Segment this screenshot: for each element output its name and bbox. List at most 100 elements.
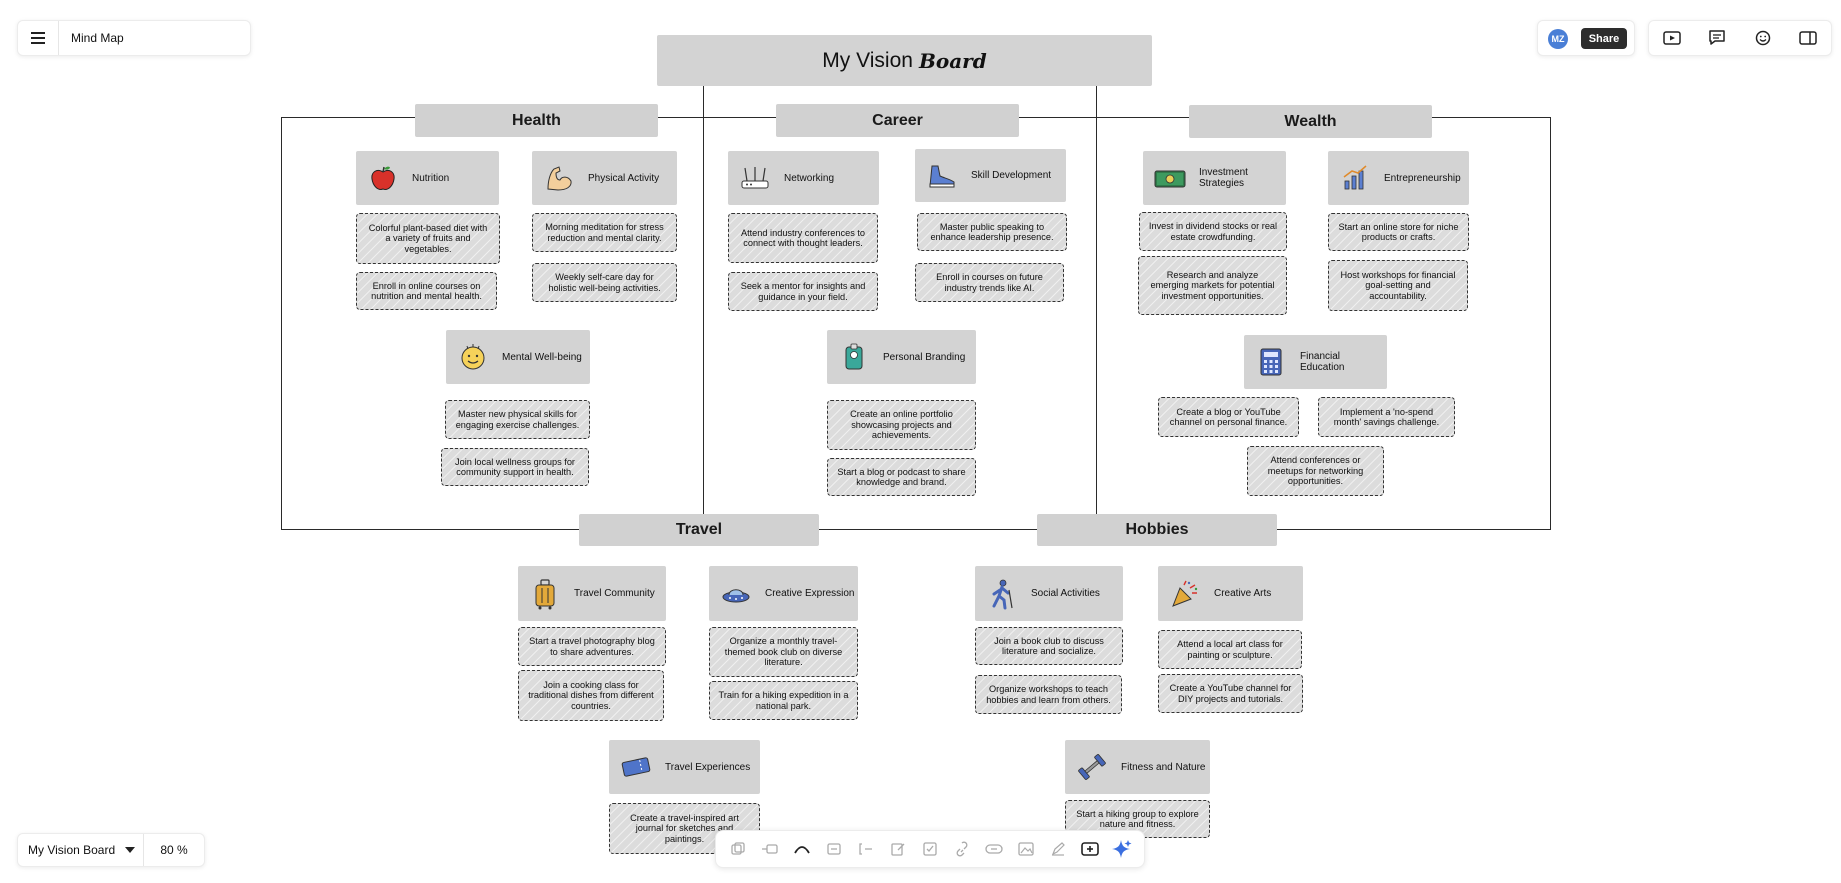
topic-skill-development[interactable]: Skill Development	[915, 149, 1066, 202]
note-physical-1[interactable]: Morning meditation for stress reduction …	[532, 213, 677, 252]
topic-label: Personal Branding	[883, 351, 966, 363]
category-health[interactable]: Health	[415, 104, 658, 137]
topic-label: Creative Arts	[1214, 588, 1272, 599]
topic-entrepreneurship[interactable]: Entrepreneurship	[1328, 151, 1469, 205]
topic-label: Networking	[784, 172, 835, 184]
smiley-icon	[456, 340, 490, 374]
note-investment-1[interactable]: Invest in dividend stocks or real estate…	[1139, 212, 1287, 251]
board-selector[interactable]: My Vision Board	[18, 834, 144, 866]
note-branding-2[interactable]: Start a blog or podcast to share knowled…	[827, 458, 976, 496]
category-travel[interactable]: Travel	[579, 514, 819, 546]
note-edu-1[interactable]: Create a blog or YouTube channel on pers…	[1158, 397, 1299, 437]
topic-nutrition[interactable]: Nutrition	[356, 151, 499, 205]
note-entre-2[interactable]: Host workshops for financial goal-settin…	[1328, 260, 1468, 311]
document-title[interactable]: Mind Map	[71, 31, 124, 45]
note-physical-2[interactable]: Weekly self-care day for holistic well-b…	[532, 263, 677, 302]
note-mental-2[interactable]: Join local wellness groups for community…	[441, 448, 589, 486]
note-skill-2[interactable]: Enroll in courses on future industry tre…	[915, 263, 1064, 302]
note-edu-3[interactable]: Attend conferences or meetups for networ…	[1247, 446, 1384, 496]
topic-investment-strategies[interactable]: Investment Strategies	[1143, 151, 1286, 205]
card-tool[interactable]	[821, 836, 847, 862]
note-edu-2[interactable]: Implement a 'no-spend month' savings cha…	[1318, 397, 1455, 437]
sparkle-icon	[1112, 840, 1132, 858]
add-tool[interactable]	[1077, 836, 1103, 862]
note-nutrition-1[interactable]: Colorful plant-based diet with a variety…	[356, 213, 500, 264]
copy-icon	[731, 842, 745, 855]
topic-label: Nutrition	[412, 172, 450, 184]
hamburger-icon	[31, 32, 45, 44]
note-ce-1[interactable]: Organize a monthly travel-themed book cl…	[709, 627, 858, 677]
link-tool[interactable]	[949, 836, 975, 862]
zoom-level[interactable]: 80 %	[160, 843, 188, 857]
board-name: My Vision Board	[28, 843, 116, 857]
topic-fitness-and-nature[interactable]: Fitness and Nature	[1065, 740, 1210, 794]
note-investment-2[interactable]: Research and analyze emerging markets fo…	[1138, 256, 1287, 315]
share-button[interactable]: Share	[1581, 28, 1627, 49]
router-icon	[738, 161, 772, 195]
link-icon	[956, 841, 968, 857]
luggage-icon	[528, 577, 562, 611]
sidebar-icon	[1799, 31, 1817, 45]
embed-tool[interactable]	[981, 836, 1007, 862]
checkbox-icon	[923, 842, 937, 856]
category-hobbies[interactable]: Hobbies	[1037, 514, 1277, 546]
topic-label: Travel Community	[574, 588, 655, 599]
topic-financial-education[interactable]: Financial Education	[1244, 335, 1387, 389]
curve-tool[interactable]	[789, 836, 815, 862]
main-menu-button[interactable]	[18, 21, 59, 55]
topic-travel-community[interactable]: Travel Community	[518, 566, 666, 621]
topic-networking[interactable]: Networking	[728, 151, 879, 205]
note-entre-1[interactable]: Start an online store for niche products…	[1328, 213, 1469, 251]
category-career[interactable]: Career	[776, 104, 1019, 137]
note-arts-1[interactable]: Attend a local art class for painting or…	[1158, 630, 1302, 669]
note-mental-1[interactable]: Master new physical skills for engaging …	[445, 400, 590, 439]
note-tc-2[interactable]: Join a cooking class for traditional dis…	[518, 670, 664, 721]
note-networking-1[interactable]: Attend industry conferences to connect w…	[728, 213, 878, 263]
panel-toggle-button[interactable]	[1796, 26, 1820, 50]
connector-tool[interactable]	[757, 836, 783, 862]
note-soc-2[interactable]: Organize workshops to teach hobbies and …	[975, 675, 1122, 714]
curve-icon	[794, 846, 810, 854]
comments-button[interactable]	[1705, 26, 1729, 50]
topic-creative-arts[interactable]: Creative Arts	[1158, 566, 1303, 621]
note-skill-1[interactable]: Master public speaking to enhance leader…	[917, 213, 1067, 251]
topic-label: Skill Development	[971, 170, 1052, 181]
reactions-button[interactable]	[1751, 26, 1775, 50]
topic-creative-expression[interactable]: Creative Expression	[709, 566, 858, 621]
badge-icon	[837, 340, 871, 374]
note-networking-2[interactable]: Seek a mentor for insights and guidance …	[728, 272, 878, 311]
category-wealth[interactable]: Wealth	[1189, 105, 1432, 138]
image-tool[interactable]	[1013, 836, 1039, 862]
note-branding-1[interactable]: Create an online portfolio showcasing pr…	[827, 400, 976, 450]
topic-social-activities[interactable]: Social Activities	[975, 566, 1123, 621]
topic-mental-well-being[interactable]: Mental Well-being	[446, 330, 590, 384]
topic-personal-branding[interactable]: Personal Branding	[827, 330, 976, 384]
shoe-icon	[925, 159, 959, 193]
divider-right	[1096, 86, 1097, 517]
topic-label: Financial Education	[1300, 351, 1345, 373]
task-tool[interactable]	[917, 836, 943, 862]
document-header: Mind Map	[17, 20, 251, 56]
note-soc-1[interactable]: Join a book club to discuss literature a…	[975, 627, 1123, 665]
note-nutrition-2[interactable]: Enroll in online courses on nutrition an…	[356, 272, 497, 310]
image-icon	[1018, 842, 1034, 856]
present-button[interactable]	[1660, 26, 1684, 50]
divider-left	[703, 86, 704, 517]
ai-assistant-button[interactable]	[1109, 836, 1135, 862]
bracket-tool[interactable]	[853, 836, 879, 862]
sticky-tool[interactable]	[725, 836, 751, 862]
topic-label: Entrepreneurship	[1384, 172, 1461, 184]
draw-tool[interactable]	[1045, 836, 1071, 862]
embed-icon	[985, 844, 1003, 854]
avatar[interactable]: MZ	[1548, 29, 1568, 49]
note-tc-1[interactable]: Start a travel photography blog to share…	[518, 627, 666, 666]
topic-travel-experiences[interactable]: Travel Experiences	[609, 740, 760, 794]
collaboration-bar: MZ Share	[1537, 20, 1635, 56]
note-ce-2[interactable]: Train for a hiking expedition in a natio…	[709, 681, 858, 720]
money-icon	[1153, 161, 1187, 195]
note-arts-2[interactable]: Create a YouTube channel for DIY project…	[1158, 674, 1303, 713]
edit-tool[interactable]	[885, 836, 911, 862]
topic-physical-activity[interactable]: Physical Activity	[532, 151, 677, 205]
calculator-icon	[1254, 345, 1288, 379]
